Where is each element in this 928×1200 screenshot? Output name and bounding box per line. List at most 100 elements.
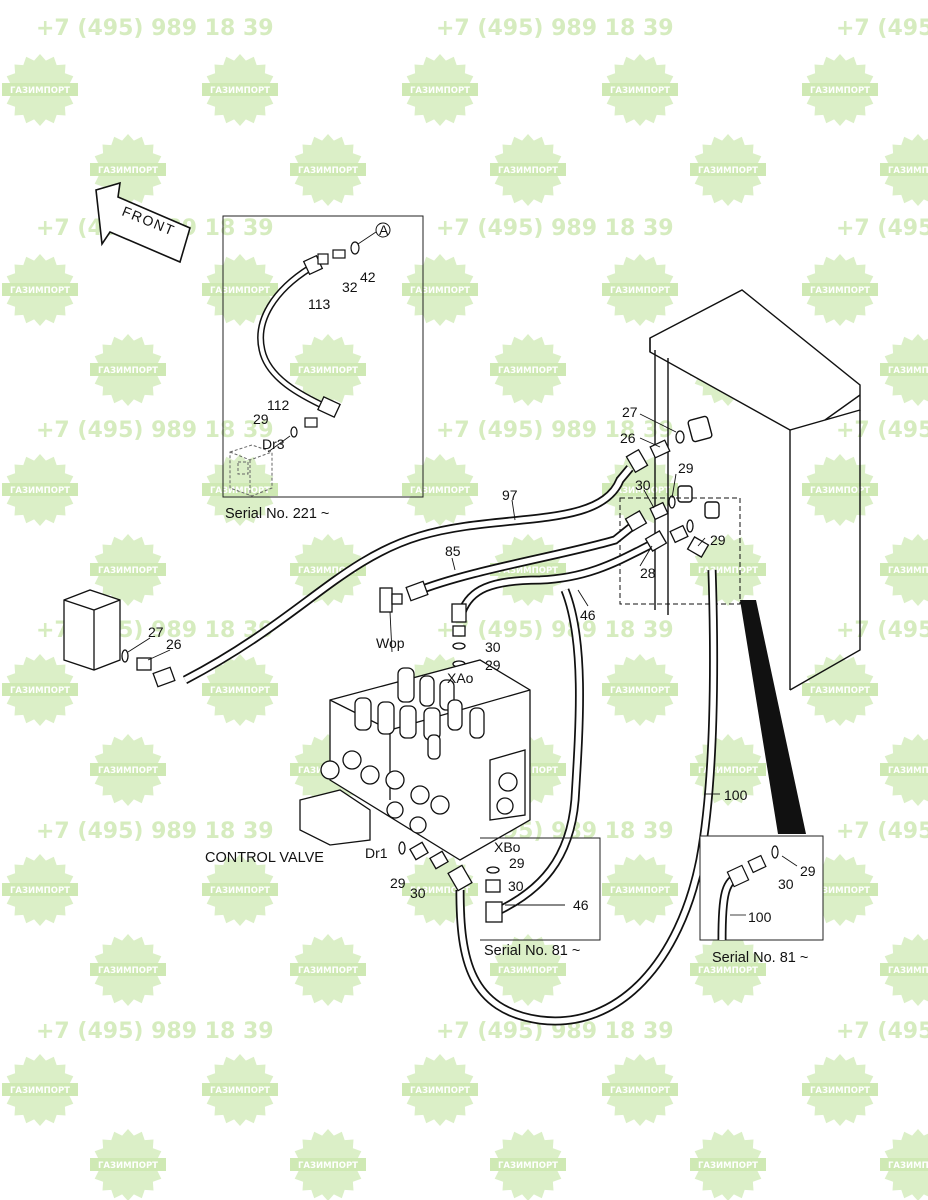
watermark-brand: ГАЗИМПОРТ (298, 166, 358, 176)
watermark-gear-logo: ГАЗИМПОРТ (290, 134, 366, 206)
watermark-brand: ГАЗИМПОРТ (610, 686, 670, 696)
watermark-gear-logo: ГАЗИМПОРТ (402, 254, 478, 326)
main-labels: 27 26 29 30 29 28 97 85 46 27 26 Wop 30 … (148, 404, 748, 901)
watermark-brand: ГАЗИМПОРТ (698, 1161, 758, 1171)
inset-caption-81-mid: Serial No. 81 ~ (484, 943, 580, 959)
watermark-gear-logo: ГАЗИМПОРТ (802, 454, 878, 526)
label-46-xbo: 46 (573, 897, 589, 913)
watermark-gear-logo: ГАЗИМПОРТ (202, 254, 278, 326)
watermark-gear-logo: ГАЗИМПОРТ (202, 854, 278, 926)
watermark-gear-logo: ГАЗИМПОРТ (402, 1054, 478, 1126)
watermark-gear-logo: ГАЗИМПОРТ (290, 534, 366, 606)
detail-pointer (740, 600, 806, 834)
watermark-phone: +7 (495) 989 18 39 (836, 618, 928, 643)
label-113: 113 (308, 296, 331, 312)
watermark-gear-logo: ГАЗИМПОРТ (880, 534, 928, 606)
watermark-brand: ГАЗИМПОРТ (210, 686, 270, 696)
watermark-gear-logo: ГАЗИМПОРТ (202, 654, 278, 726)
watermark-brand: ГАЗИМПОРТ (810, 886, 870, 896)
watermark-gear-logo: ГАЗИМПОРТ (2, 1054, 78, 1126)
label-29-top: 29 (678, 460, 694, 476)
watermark-gear-logo: ГАЗИМПОРТ (2, 54, 78, 126)
control-valve (299, 659, 531, 861)
watermark-brand: ГАЗИМПОРТ (410, 86, 470, 96)
watermark-gear-logo: ГАЗИМПОРТ (880, 734, 928, 806)
label-xbo: XBo (494, 839, 521, 855)
label-29-xbo: 29 (509, 855, 525, 871)
watermark-gear-logo: ГАЗИМПОРТ (202, 454, 278, 526)
watermark-gear-logo: ГАЗИМПОРТ (2, 654, 78, 726)
watermark-gear-logo: ГАЗИМПОРТ (490, 934, 566, 1006)
label-26-left: 26 (166, 636, 182, 652)
watermark-brand: ГАЗИМПОРТ (810, 1086, 870, 1096)
label-100: 100 (724, 787, 748, 803)
leader-lines (127, 413, 720, 906)
watermark-brand: ГАЗИМПОРТ (610, 1086, 670, 1096)
label-29: 29 (253, 411, 269, 427)
watermark-gear-logo: ГАЗИМПОРТ (880, 934, 928, 1006)
watermark-brand: ГАЗИМПОРТ (498, 366, 558, 376)
watermark-brand: ГАЗИМПОРТ (98, 1161, 158, 1171)
watermark-phone: +7 (495) 989 18 39 (436, 216, 674, 241)
watermark-brand: ГАЗИМПОРТ (10, 86, 70, 96)
watermark-gear-logo: ГАЗИМПОРТ (880, 134, 928, 206)
watermark-phone: +7 (495) 989 18 39 (36, 1019, 274, 1044)
watermark-brand: ГАЗИМПОРТ (98, 566, 158, 576)
pilot-box (63, 589, 121, 671)
watermark-gear-logo: ГАЗИМПОРТ (290, 934, 366, 1006)
watermark-phone: +7 (495) 989 18 39 (36, 819, 274, 844)
label-30-xbo: 30 (508, 878, 524, 894)
watermark-brand: ГАЗИМПОРТ (888, 966, 928, 976)
watermark-brand: ГАЗИМПОРТ (888, 366, 928, 376)
watermark-gear-logo: ГАЗИМПОРТ (402, 54, 478, 126)
label-30-mid: 30 (485, 639, 501, 655)
watermark-brand: ГАЗИМПОРТ (698, 566, 758, 576)
watermark-gear-logo: ГАЗИМПОРТ (802, 54, 878, 126)
watermark-gear-logo: ГАЗИМПОРТ (90, 534, 166, 606)
watermark-brand: ГАЗИМПОРТ (210, 1086, 270, 1096)
watermark-gear-logo: ГАЗИМПОРТ (880, 334, 928, 406)
label-wop: Wop (376, 635, 405, 651)
label-28: 28 (640, 565, 656, 581)
watermark-gear-logo: ГАЗИМПОРТ (90, 334, 166, 406)
watermark-brand: ГАЗИМПОРТ (98, 766, 158, 776)
watermark-gear-logo: ГАЗИМПОРТ (690, 134, 766, 206)
label-100-inset-right: 100 (748, 909, 772, 925)
label-97: 97 (502, 487, 518, 503)
watermark-brand: ГАЗИМПОРТ (10, 686, 70, 696)
label-dr3: Dr3 (262, 436, 285, 452)
watermark-gear-logo: ГАЗИМПОРТ (602, 254, 678, 326)
watermark-brand: ГАЗИМПОРТ (888, 766, 928, 776)
callout-a: A (379, 222, 389, 238)
inset-serial-81-right: 29 30 100 Serial No. 81 ~ (699, 835, 824, 966)
watermark-gear-logo: ГАЗИМПОРТ (290, 1129, 366, 1200)
inset-serial-81-mid: XBo 29 30 46 Serial No. 81 ~ (480, 837, 601, 959)
hoses (182, 465, 719, 1026)
watermark-brand: ГАЗИМПОРТ (888, 566, 928, 576)
watermark-brand: ГАЗИМПОРТ (698, 966, 758, 976)
watermark-phone: +7 (495) 989 18 39 (836, 819, 928, 844)
label-27-top: 27 (622, 404, 638, 420)
watermark-brand: ГАЗИМПОРТ (298, 366, 358, 376)
watermark-brand: ГАЗИМПОРТ (498, 566, 558, 576)
watermark-brand: ГАЗИМПОРТ (888, 1161, 928, 1171)
label-30-bot: 30 (410, 885, 426, 901)
watermark-phone: +7 (495) 989 18 39 (836, 216, 928, 241)
label-30-top: 30 (635, 477, 651, 493)
label-46: 46 (580, 607, 596, 623)
watermark-brand: ГАЗИМПОРТ (10, 486, 70, 496)
watermark-phone: +7 (495) 989 18 39 (836, 418, 928, 443)
watermark-gear-logo: ГАЗИМПОРТ (2, 454, 78, 526)
watermark-phone: +7 (495) 989 18 39 (436, 418, 674, 443)
watermark-gear-logo: ГАЗИМПОРТ (2, 854, 78, 926)
watermark-gear-logo: ГАЗИМПОРТ (290, 334, 366, 406)
watermark-gear-logo: ГАЗИМПОРТ (490, 134, 566, 206)
watermark-brand: ГАЗИМПОРТ (810, 686, 870, 696)
label-32: 32 (342, 279, 358, 295)
watermark-brand: ГАЗИМПОРТ (210, 886, 270, 896)
watermark-brand: ГАЗИМПОРТ (410, 886, 470, 896)
watermark-brand: ГАЗИМПОРТ (610, 886, 670, 896)
watermark-brand: ГАЗИМПОРТ (498, 166, 558, 176)
watermark-brand: ГАЗИМПОРТ (610, 486, 670, 496)
